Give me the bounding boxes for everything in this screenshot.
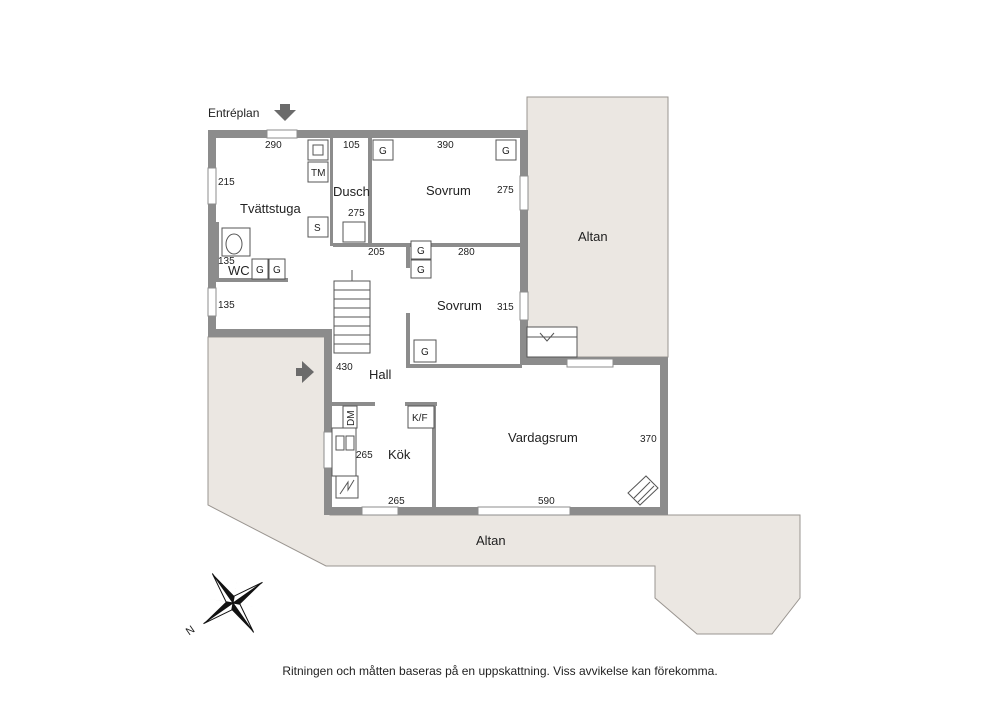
dim-sov2-width: 280: [458, 247, 475, 258]
fixture-g-7: G: [421, 347, 429, 358]
toilet-icon: [221, 227, 251, 257]
dim-wc-side: 135: [218, 256, 235, 267]
altan-south-deck: [207, 336, 801, 635]
room-tvattstuga: Tvättstuga: [240, 201, 301, 216]
room-labels: Tvättstuga Dusch WC Sovrum Sovrum Hall K…: [228, 183, 608, 548]
room-kok: Kök: [388, 447, 411, 462]
room-sovrum-1: Sovrum: [426, 183, 471, 198]
room-wc: WC: [228, 263, 250, 278]
dim-tvatt-width: 290: [265, 140, 282, 151]
fixture-g-5: G: [417, 246, 425, 257]
dim-vardag-width: 590: [538, 496, 555, 507]
room-altan-south: Altan: [476, 533, 506, 548]
dim-hall-top: 205: [368, 247, 385, 258]
laundry-fixtures: [307, 139, 366, 243]
dim-kok-width: 265: [388, 496, 405, 507]
room-vardagsrum: Vardagsrum: [508, 430, 578, 445]
dimension-labels: 290 215 105 275 390 275 135 135 205 280 …: [218, 140, 657, 507]
fixture-g-6: G: [417, 265, 425, 276]
side-entrance-arrow-icon: [296, 361, 314, 383]
room-dusch: Dusch: [333, 184, 370, 199]
dim-hall-side: 430: [336, 362, 353, 373]
fixture-kf: K/F: [412, 413, 428, 424]
fixture-s: S: [314, 223, 321, 234]
fixture-g-4: G: [273, 265, 281, 276]
windows: [207, 129, 614, 516]
dim-kok-side: 265: [356, 450, 373, 461]
fixture-g-1: G: [379, 146, 387, 157]
room-hall: Hall: [369, 367, 392, 382]
dim-sov1-side: 275: [497, 185, 514, 196]
stairs-icon: [333, 270, 371, 354]
deck-steps: [526, 326, 578, 358]
dim-vardag-side: 370: [640, 434, 657, 445]
dim-sov2-side: 315: [497, 302, 514, 313]
entrance-arrow-icon: [274, 104, 296, 121]
entrance-label: Entréplan: [208, 106, 259, 120]
room-sovrum-2: Sovrum: [437, 298, 482, 313]
fixture-g-2: G: [502, 146, 510, 157]
compass-n-label: N: [184, 624, 197, 638]
fixture-g-3: G: [256, 265, 264, 276]
dim-tvatt-side: 215: [218, 177, 235, 188]
room-altan-east: Altan: [578, 229, 608, 244]
kitchen-fixtures: [331, 405, 435, 499]
dim-lower-side: 135: [218, 300, 235, 311]
dim-dusch-width: 105: [343, 140, 360, 151]
fixture-dm: DM: [346, 410, 357, 426]
closet-boxes: [251, 139, 517, 363]
compass-rose-icon: [203, 573, 263, 633]
fixture-labels: TM S G G G G G G G DM K/F: [256, 146, 510, 426]
dim-dusch-side: 275: [348, 208, 365, 219]
fireplace-icon: [627, 475, 659, 506]
dim-sov1-width: 390: [437, 140, 454, 151]
altan-east-deck: [526, 96, 669, 358]
disclaimer-text: Ritningen och måtten baseras på en uppsk…: [282, 664, 717, 678]
fixture-tm: TM: [311, 168, 325, 179]
